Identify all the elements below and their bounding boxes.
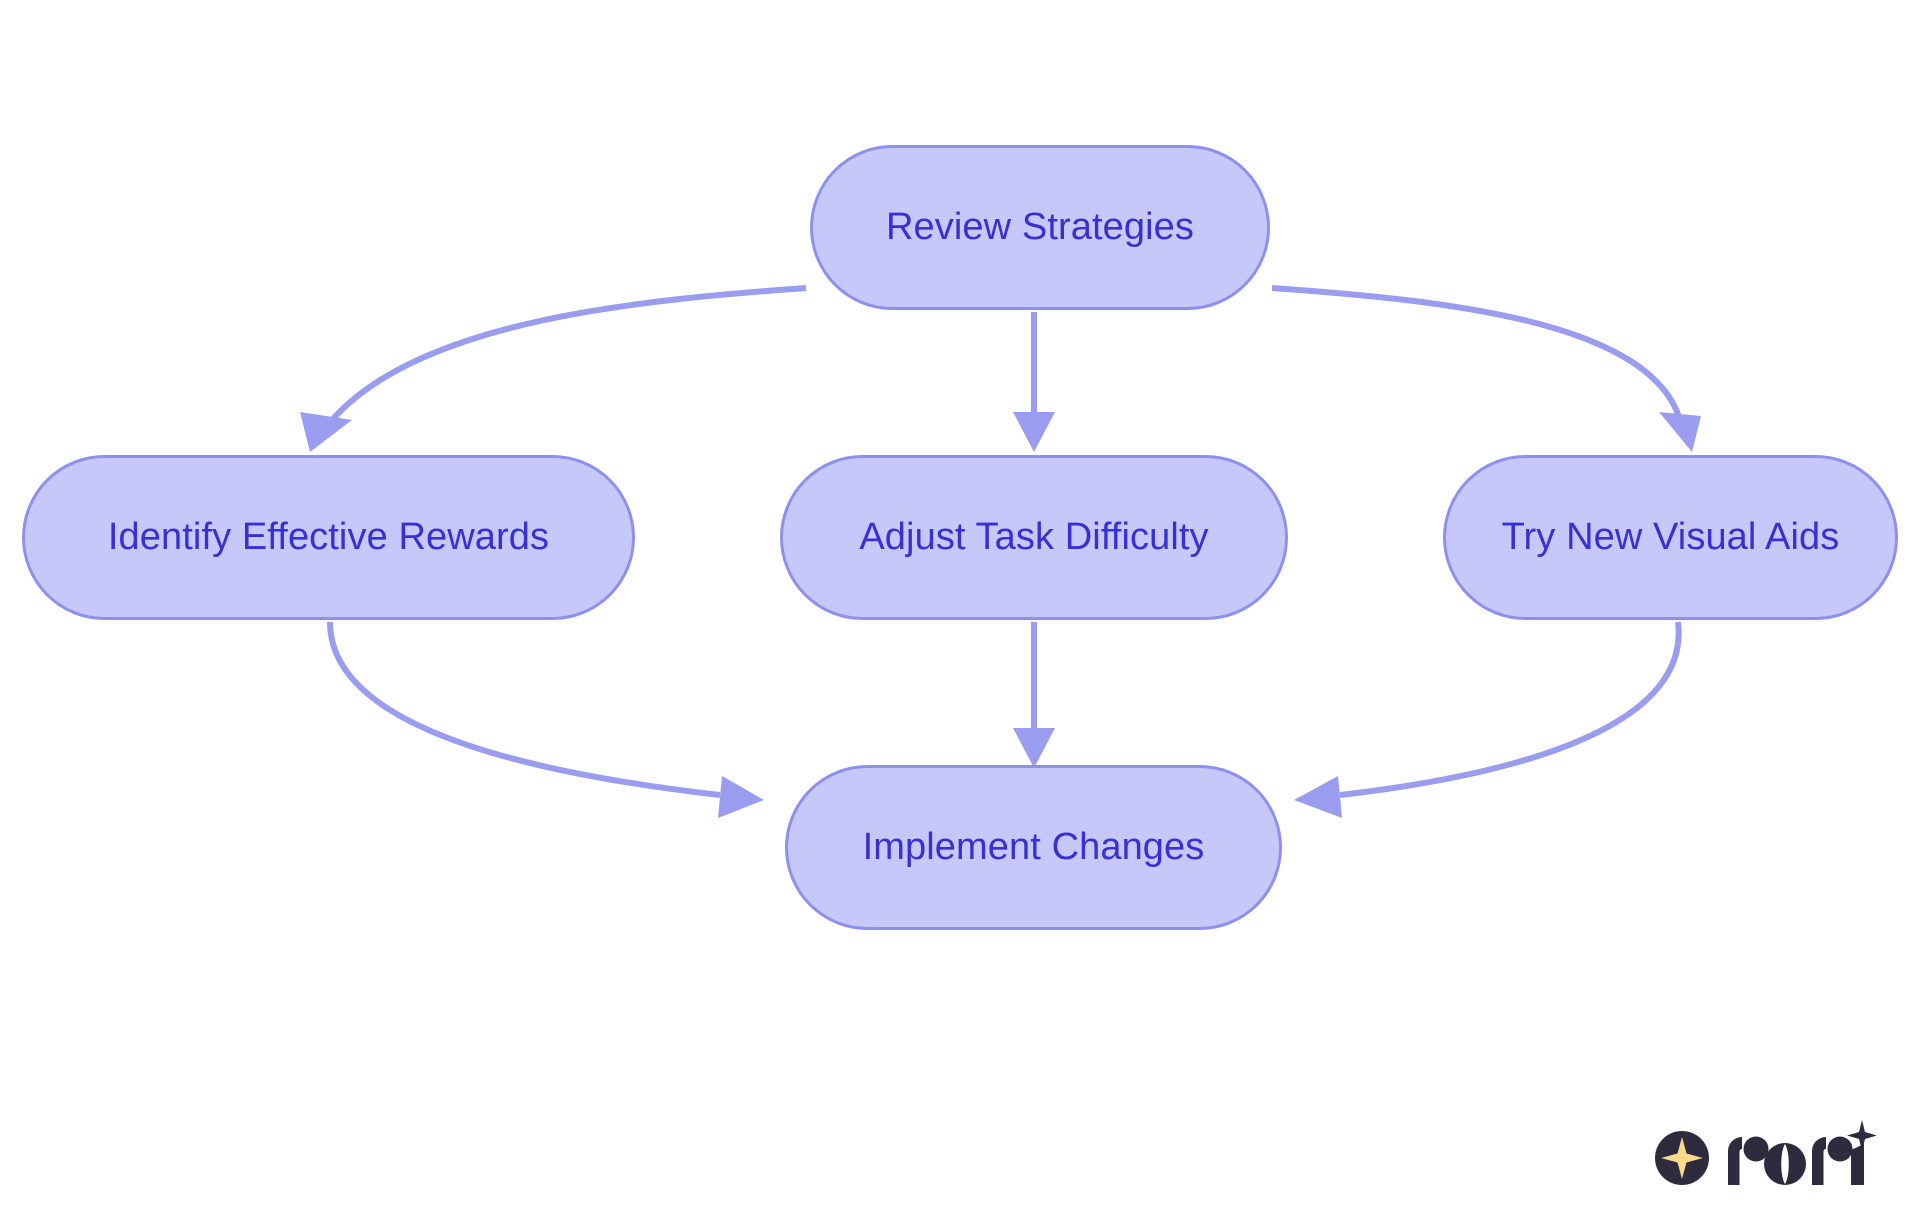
edge-identify-to-implement	[327, 621, 764, 818]
node-identify-effective-rewards[interactable]: Identify Effective Rewards	[22, 455, 635, 620]
rori-logo-svg	[1655, 1120, 1876, 1185]
edge-review-to-identify	[300, 285, 807, 452]
sparkle-badge-icon	[1655, 1131, 1709, 1185]
letter-o-glyph	[1764, 1143, 1806, 1185]
node-label: Identify Effective Rewards	[107, 516, 550, 558]
edge-adjust-to-implement	[1013, 622, 1055, 768]
edge-try-to-implement	[1294, 621, 1682, 818]
node-label: Try New Visual Aids	[1501, 516, 1840, 558]
letter-i-glyph	[1847, 1120, 1876, 1185]
node-try-new-visual-aids[interactable]: Try New Visual Aids	[1443, 455, 1898, 620]
node-label: Adjust Task Difficulty	[859, 516, 1209, 558]
rori-logo	[1652, 1118, 1876, 1190]
edge-review-to-try	[1271, 285, 1701, 452]
node-adjust-task-difficulty[interactable]: Adjust Task Difficulty	[780, 455, 1288, 620]
node-label: Review Strategies	[886, 206, 1194, 248]
edge-review-to-adjust	[1013, 312, 1055, 452]
letter-r-second-glyph	[1812, 1136, 1853, 1185]
letter-r-glyph	[1728, 1136, 1769, 1185]
node-label: Implement Changes	[862, 826, 1205, 868]
node-implement-changes[interactable]: Implement Changes	[785, 765, 1282, 930]
node-review-strategies[interactable]: Review Strategies	[810, 145, 1270, 310]
